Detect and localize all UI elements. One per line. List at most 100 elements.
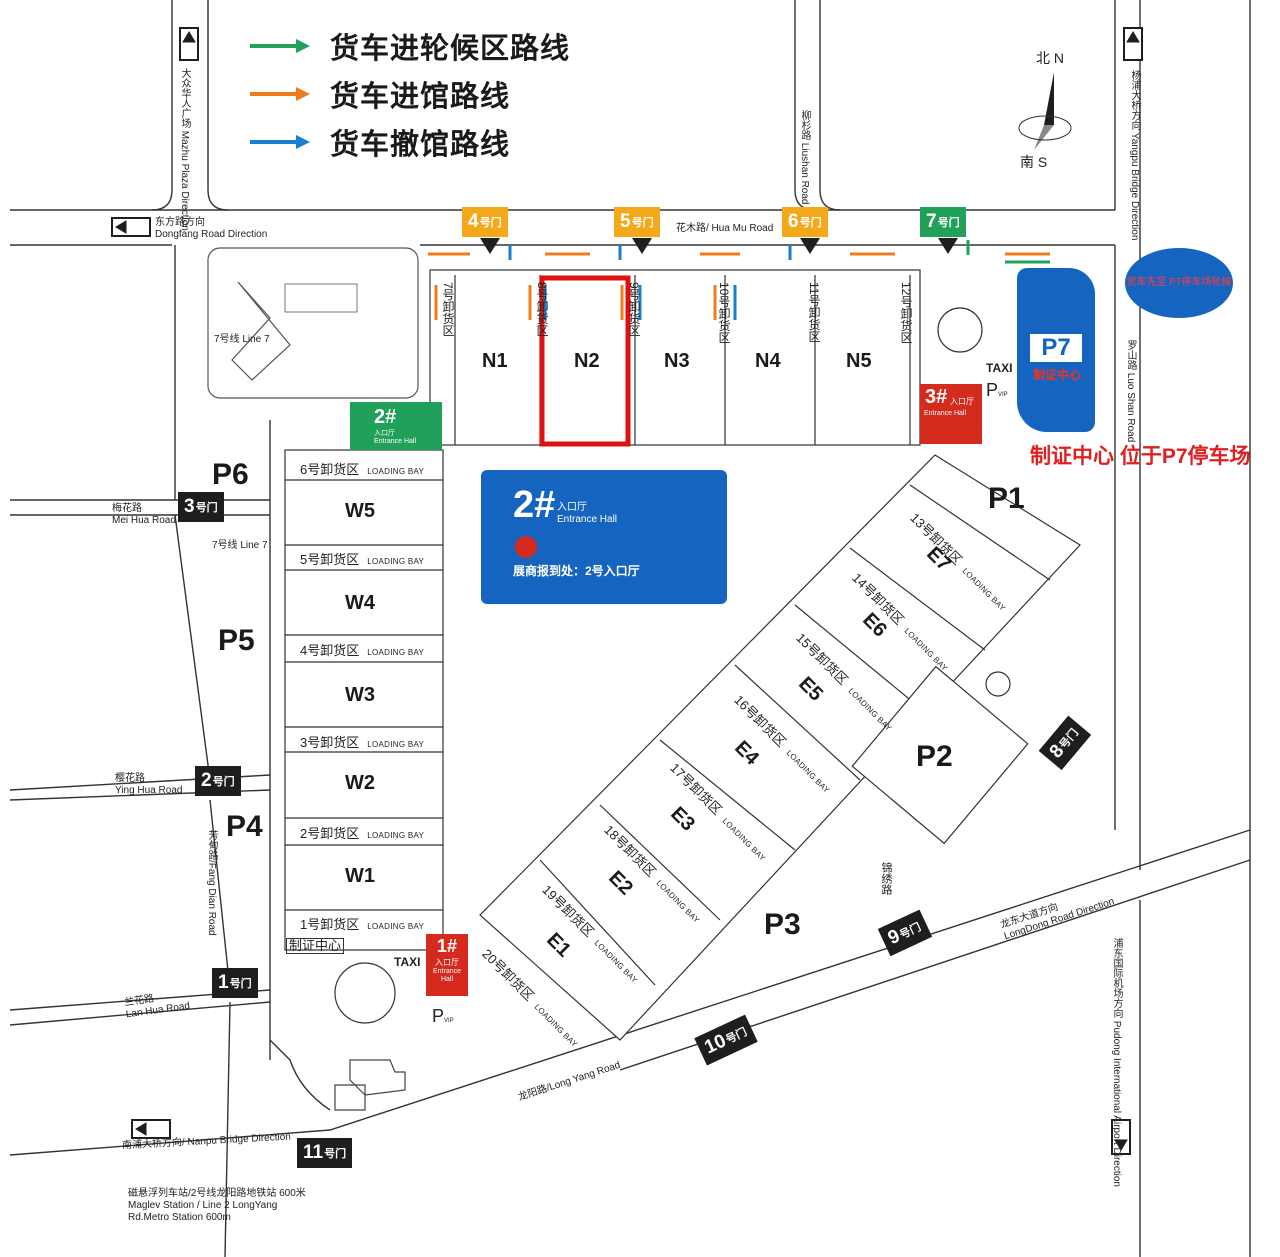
entrance-hall-1[interactable]: 1# 入口厅 Entrance Hall bbox=[426, 934, 468, 996]
exhibitor-registration-note: 展商报到处：2号入口厅 bbox=[513, 564, 640, 578]
hall-w2[interactable]: W2 bbox=[345, 772, 375, 794]
legend-label: 货车进馆路线 bbox=[330, 81, 511, 113]
blue-arrow-icon bbox=[250, 135, 312, 149]
legend-label: 货车撤馆路线 bbox=[330, 129, 511, 161]
yangpu-bridge-label: 杨浦大桥方向 Yangpu Bridge Direction bbox=[1129, 70, 1140, 241]
bay-11: 11号卸货区 bbox=[807, 282, 821, 343]
hall-w5[interactable]: W5 bbox=[345, 500, 375, 522]
cert-center-label: 制证中心 bbox=[286, 938, 345, 954]
hall-w4[interactable]: W4 bbox=[345, 592, 375, 614]
parking-p1[interactable]: P1 bbox=[988, 482, 1025, 515]
entrance-2-number: 2# bbox=[513, 484, 556, 526]
hall-n4[interactable]: N4 bbox=[755, 350, 781, 372]
expo-logo-icon bbox=[515, 536, 537, 558]
p7-queue-callout: 货车先至 P7停车场轮候 bbox=[1125, 248, 1233, 318]
hall-w1[interactable]: W1 bbox=[345, 865, 375, 887]
vip-parking-north: PVIP bbox=[986, 380, 1008, 400]
roundabouts bbox=[334, 307, 983, 1024]
huamu-road-label: 花木路/ Hua Mu Road bbox=[676, 223, 774, 234]
orange-arrow-icon bbox=[250, 87, 312, 101]
north-halls bbox=[429, 269, 921, 446]
road-network bbox=[9, 0, 1251, 1257]
vip-parking-south: PVIP bbox=[432, 1006, 454, 1026]
route-arrows bbox=[428, 240, 1050, 320]
n2-highlight bbox=[539, 275, 631, 447]
cert-center-annotation: 制证中心 位于P7停车场 bbox=[1030, 445, 1251, 468]
hall-n5[interactable]: N5 bbox=[846, 350, 872, 372]
parking-p5[interactable]: P5 bbox=[218, 624, 255, 657]
jinxiu-road-label: 锦绣路 bbox=[880, 862, 892, 895]
entrance-hall-3[interactable]: 3# 入口厅 Entrance Hall bbox=[920, 384, 982, 444]
west-halls bbox=[284, 449, 444, 951]
mazhu-plaza-label: 大众华人广场 Mazhu Plaza Direction bbox=[179, 68, 190, 231]
compass-north-label: 北 N bbox=[1036, 50, 1064, 66]
legend-label: 货车进轮候区路线 bbox=[330, 33, 571, 65]
parking-p6[interactable]: P6 bbox=[212, 458, 249, 491]
liushan-road-label: 柳杉路 Liushan Road bbox=[799, 110, 810, 205]
compass-south-label: 南 S bbox=[1020, 154, 1048, 170]
entrance-1-en: Entrance Hall bbox=[432, 968, 462, 983]
bay-9: 9号卸货区 bbox=[627, 282, 641, 337]
parking-p4[interactable]: P4 bbox=[226, 810, 263, 843]
pudong-airport-label: 浦东国际机场方向 Pudong International Airport Di… bbox=[1111, 938, 1122, 1187]
bay-10: 10号卸货区 bbox=[717, 282, 731, 344]
station-building bbox=[334, 1059, 406, 1111]
east-halls bbox=[479, 454, 1081, 1041]
entrance-3-cn: 入口厅 bbox=[950, 397, 974, 406]
entrance-2-small-number: 2# bbox=[374, 406, 397, 428]
direction-arrows bbox=[111, 27, 1143, 1155]
parking-p3[interactable]: P3 bbox=[764, 908, 801, 941]
taxi-stand-south: TAXI bbox=[394, 955, 421, 969]
metro-line7-top: 7号线 Line 7 bbox=[214, 334, 270, 345]
entrance-1-number: 1# bbox=[436, 936, 458, 956]
taxi-stand-north: TAXI bbox=[986, 361, 1013, 375]
legend-item-move-out-route: 货车撤馆路线 bbox=[250, 118, 570, 166]
luoshan-road-label: 罗山路 Luo Shan Road bbox=[1125, 340, 1136, 443]
parking-p7[interactable]: P7 bbox=[1030, 334, 1082, 362]
legend-item-queue-route: 货车进轮候区路线 bbox=[250, 22, 570, 70]
hall-n1[interactable]: N1 bbox=[482, 350, 508, 372]
route-legend: 货车进轮候区路线 货车进馆路线 货车撤馆路线 bbox=[250, 22, 570, 166]
entrance-1-cn: 入口厅 bbox=[435, 958, 459, 967]
hall-w3[interactable]: W3 bbox=[345, 684, 375, 706]
metro-line7-mid: 7号线 Line 7 bbox=[212, 540, 268, 551]
hall-n2[interactable]: N2 bbox=[574, 350, 600, 372]
gate-down-arrows bbox=[480, 238, 958, 254]
p7-cert-center-label: 制证中心 bbox=[1032, 368, 1081, 382]
hotel-block bbox=[207, 247, 419, 399]
fangdian-road-label: 芳甸路/Fang Dian Road bbox=[206, 830, 217, 936]
bay-12: 12号卸货区 bbox=[899, 282, 913, 344]
compass-icon bbox=[1018, 72, 1072, 150]
bay-8: 8号卸货区 bbox=[535, 282, 549, 337]
entrance-3-number: 3# bbox=[925, 386, 948, 408]
parking-p2[interactable]: P2 bbox=[916, 740, 953, 773]
bay-7: 7号卸货区 bbox=[441, 282, 455, 337]
legend-item-move-in-route: 货车进馆路线 bbox=[250, 70, 570, 118]
green-arrow-icon bbox=[250, 39, 312, 53]
entrance-3-en: Entrance Hall bbox=[924, 410, 967, 417]
hall-n3[interactable]: N3 bbox=[664, 350, 690, 372]
